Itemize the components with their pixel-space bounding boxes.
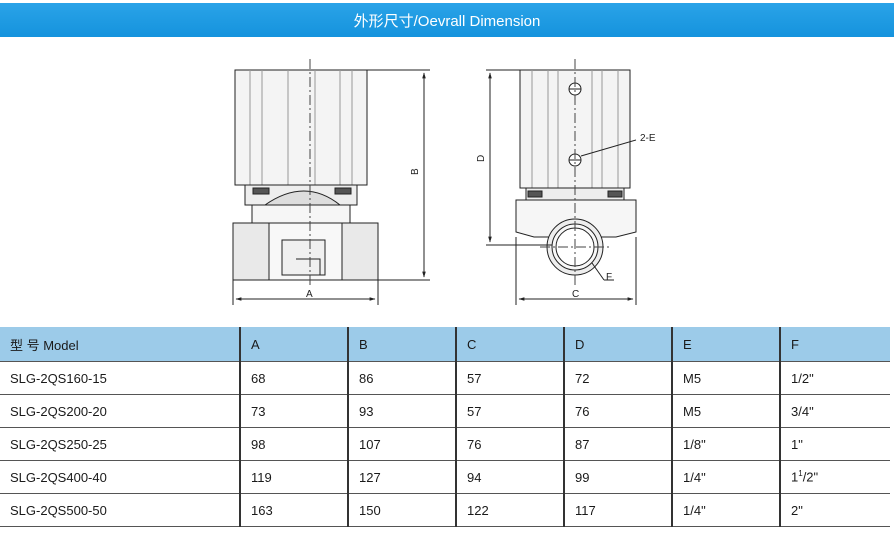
cell-f-fraction: /2" <box>802 469 819 485</box>
header-model: 型 号 Model <box>0 327 240 362</box>
cell-f-whole: 1 <box>791 469 799 485</box>
cell-d: 76 <box>563 394 672 428</box>
cell-b: 107 <box>347 427 456 461</box>
dimension-drawing: A B C <box>232 59 656 305</box>
cell-b: 150 <box>347 493 456 527</box>
header-c: C <box>455 327 564 362</box>
dimension-table: 型 号 Model A B C D E F SLG-2QS160-15 68 8… <box>0 327 890 527</box>
dimension-b-label: B <box>410 168 421 175</box>
cell-c: 57 <box>455 394 564 428</box>
cell-d: 117 <box>563 493 672 527</box>
table-row: SLG-2QS200-20 73 93 57 76 M5 3/4" <box>0 394 890 428</box>
cell-d: 72 <box>563 361 672 395</box>
cell-f: 1" <box>779 427 890 461</box>
table-header-row: 型 号 Model A B C D E F <box>0 327 890 362</box>
cell-model: SLG-2QS500-50 <box>0 493 240 527</box>
header-e: E <box>671 327 780 362</box>
front-view <box>232 59 430 305</box>
section-title: 外形尺寸/Oevrall Dimension <box>0 3 894 37</box>
cell-c: 76 <box>455 427 564 461</box>
dimension-a-label: A <box>306 289 313 300</box>
header-b: B <box>347 327 456 362</box>
port-f-label: F <box>606 272 612 283</box>
cell-b: 86 <box>347 361 456 395</box>
cell-model: SLG-2QS200-20 <box>0 394 240 428</box>
cell-a: 68 <box>239 361 348 395</box>
cell-e: 1/4" <box>671 493 780 527</box>
cell-c: 94 <box>455 460 564 494</box>
cell-e: M5 <box>671 394 780 428</box>
cell-a: 73 <box>239 394 348 428</box>
cell-f: 2" <box>779 493 890 527</box>
cell-e: 1/8" <box>671 427 780 461</box>
cell-a: 163 <box>239 493 348 527</box>
table-row: SLG-2QS250-25 98 107 76 87 1/8" 1" <box>0 427 890 461</box>
cell-f: 1/2" <box>779 361 890 395</box>
side-view <box>486 59 637 305</box>
cell-c: 57 <box>455 361 564 395</box>
cell-a: 119 <box>239 460 348 494</box>
cell-b: 93 <box>347 394 456 428</box>
cell-b: 127 <box>347 460 456 494</box>
cell-model: SLG-2QS250-25 <box>0 427 240 461</box>
cell-e: 1/4" <box>671 460 780 494</box>
table-row: SLG-2QS400-40 119 127 94 99 1/4" 11/2" <box>0 460 890 494</box>
cell-f-superscript: 1 <box>798 469 803 479</box>
cell-a: 98 <box>239 427 348 461</box>
cell-e: M5 <box>671 361 780 395</box>
cell-c: 122 <box>455 493 564 527</box>
cell-f: 11/2" <box>779 460 890 494</box>
dimension-d-label: D <box>476 155 487 162</box>
port-e-label: 2-E <box>640 133 656 144</box>
header-d: D <box>563 327 672 362</box>
cell-model: SLG-2QS160-15 <box>0 361 240 395</box>
dimension-c-label: C <box>572 289 579 300</box>
cell-f: 3/4" <box>779 394 890 428</box>
table-row: SLG-2QS160-15 68 86 57 72 M5 1/2" <box>0 361 890 395</box>
cell-d: 87 <box>563 427 672 461</box>
table-row: SLG-2QS500-50 163 150 122 117 1/4" 2" <box>0 493 890 527</box>
header-f: F <box>779 327 890 362</box>
section-title-text: 外形尺寸/Oevrall Dimension <box>353 12 541 30</box>
cell-d: 99 <box>563 460 672 494</box>
cell-model: SLG-2QS400-40 <box>0 460 240 494</box>
header-a: A <box>239 327 348 362</box>
